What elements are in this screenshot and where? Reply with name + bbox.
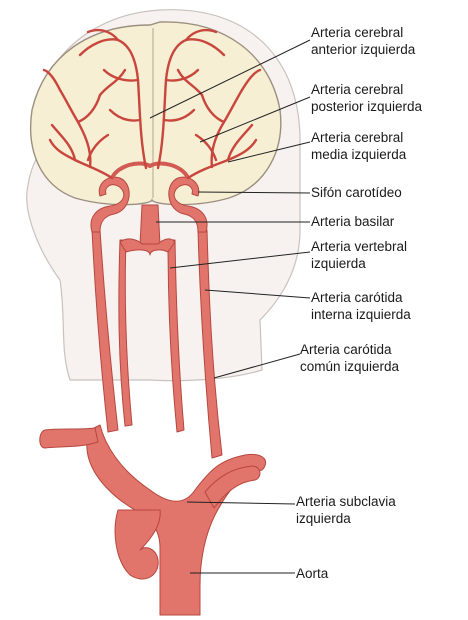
aortic-root [115, 510, 160, 579]
label-common-carotid-artery: Arteria carótida común izquierda [300, 341, 399, 375]
basilar-artery [140, 205, 160, 245]
label-vertebral-artery: Arteria vertebral izquierda [311, 238, 407, 272]
label-internal-carotid-artery: Arteria carótida interna izquierda [311, 289, 411, 323]
aortic-arch [87, 425, 266, 615]
label-anterior-cerebral-artery: Arteria cerebral anterior izquierda [311, 24, 415, 58]
label-subclavian-artery: Arteria subclavia izquierda [296, 493, 396, 527]
label-basilar-artery: Arteria basilar [311, 213, 394, 230]
label-posterior-cerebral-artery: Arteria cerebral posterior izquierda [311, 81, 422, 115]
label-middle-cerebral-artery: Arteria cerebral media izquierda [311, 129, 406, 163]
label-carotid-siphon: Sifón carotídeo [311, 184, 402, 201]
label-aorta: Aorta [296, 565, 328, 582]
